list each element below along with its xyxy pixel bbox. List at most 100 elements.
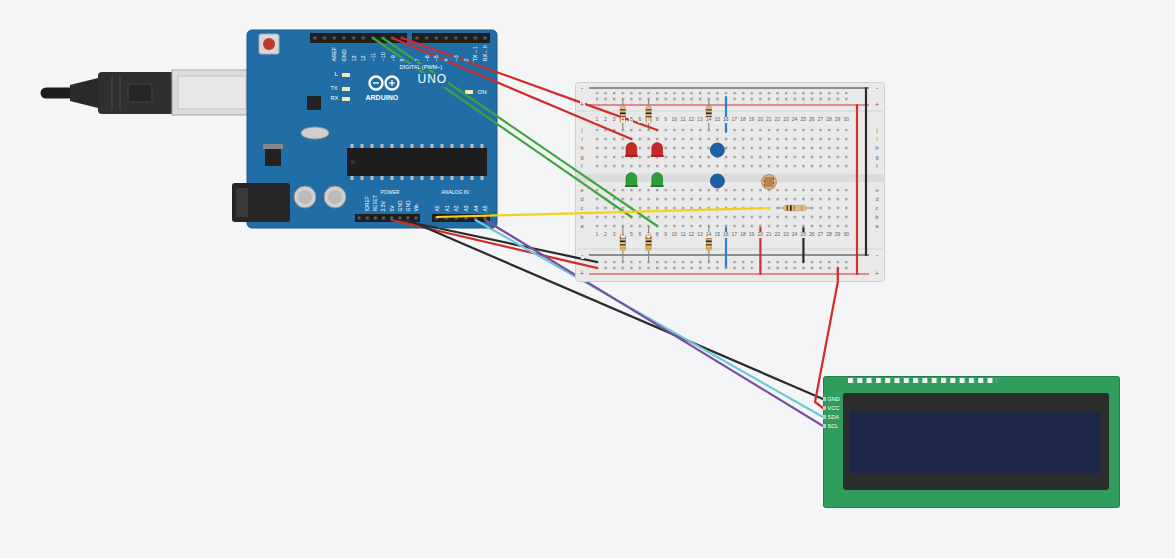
pin-label: A5 (482, 205, 488, 212)
breadboard-label: 28 (826, 232, 833, 238)
breadboard-illustration (575, 82, 885, 282)
lcd-screen (843, 393, 1109, 490)
wire (497, 82, 575, 115)
photoresistor (762, 175, 777, 190)
breadboard-label: 16 (723, 117, 730, 123)
breadboard-label: 10 (671, 117, 678, 123)
breadboard-label: 5 (629, 117, 633, 123)
breadboard-label: 23 (783, 117, 790, 123)
breadboard-label: 6 (638, 117, 642, 123)
board (576, 83, 885, 282)
resistor-symbol (620, 106, 626, 123)
breadboard-label: 15 (714, 232, 721, 238)
wire (497, 116, 575, 169)
breadboard-label: 10 (671, 232, 678, 238)
breadboard-label: + (875, 101, 880, 109)
breadboard-label: i (581, 136, 583, 142)
resistor-symbol (706, 248, 712, 249)
pin-header (412, 33, 490, 43)
rail-line (589, 273, 869, 274)
breadboard-label: 7 (647, 117, 651, 123)
breadboard-label: 17 (731, 117, 738, 123)
breadboard-label: - (581, 251, 584, 259)
pin-label: ON (477, 89, 487, 96)
pin-label: 4 (443, 58, 449, 62)
lcd-module: GNDVCCSDASCL (823, 376, 1120, 508)
components (307, 96, 321, 110)
breadboard-label: d (875, 196, 879, 202)
power-jack (232, 183, 290, 222)
breadboard-label: 3 (612, 117, 616, 123)
components (263, 144, 283, 149)
pin-label: UNO (417, 73, 448, 87)
components (294, 186, 316, 208)
pin-label: A1 (444, 205, 450, 212)
led (625, 143, 724, 188)
components (301, 127, 329, 139)
usb-cable (172, 70, 252, 115)
pin-label: RESET (372, 194, 378, 212)
pin-header (310, 33, 490, 222)
components (347, 148, 487, 176)
status-led (342, 73, 350, 77)
breadboard-label: g (580, 154, 584, 160)
arduino-board: AREFGND1312~11~10~987~6~54~32TX→1RX←0DIG… (247, 30, 497, 228)
wire-end (383, 38, 497, 116)
pin-label: ~5 (433, 55, 439, 62)
breadboard-label: 8 (655, 117, 659, 123)
status-led (342, 87, 350, 91)
breadboard-label: 11 (680, 117, 686, 123)
led (625, 185, 638, 187)
reset-button (263, 38, 275, 50)
logo (391, 80, 392, 86)
breadboard-label: d (580, 196, 584, 202)
usb-cable (128, 84, 152, 102)
rail-line (589, 104, 869, 105)
breadboard-label: 2 (604, 232, 608, 238)
pin-label: TX→1 (472, 45, 478, 62)
pin-label: DIGITAL (PWM~) (399, 64, 443, 70)
pin-label: AREF (331, 46, 337, 62)
pin-label: 7 (414, 58, 420, 62)
resistor-symbol (646, 248, 652, 249)
holes (596, 92, 848, 273)
reset-button (259, 34, 279, 54)
status-led (465, 90, 473, 94)
breadboard-label: - (581, 84, 584, 92)
pin-label: ~11 (370, 52, 376, 62)
breadboard-label: a (875, 223, 879, 229)
resistor-symbol (620, 99, 812, 262)
breadboard-label: 18 (740, 232, 747, 238)
breadboard-label: 19 (748, 232, 755, 238)
wire-end (575, 263, 597, 268)
resistor-symbol (706, 244, 712, 246)
lcd-board (823, 406, 826, 410)
resistor-symbol (706, 106, 712, 123)
resistor-symbol (790, 205, 792, 211)
breadboard-label: 14 (705, 232, 712, 238)
resistor-symbol (620, 113, 626, 115)
power-jack (232, 183, 290, 222)
wire-end (575, 115, 631, 139)
pin-label: ~10 (380, 52, 386, 62)
breadboard-label: 21 (766, 117, 773, 123)
wire-end (408, 220, 427, 228)
pin-label: ARDUINO (365, 94, 399, 102)
pin-label: 12 (360, 55, 366, 62)
breadboard-label: b (875, 214, 879, 220)
wire-end (575, 100, 657, 130)
board (576, 174, 885, 182)
breadboard-label: 20 (757, 117, 764, 123)
wire-end (575, 208, 769, 213)
breadboard-label: 27 (817, 117, 824, 123)
breadboard-label: 21 (766, 232, 773, 238)
led (710, 143, 724, 157)
lcd-board (848, 378, 997, 384)
components (328, 190, 342, 204)
pin-label: TX (330, 85, 338, 91)
resistor-symbol (620, 244, 626, 246)
components (347, 176, 487, 180)
breadboard-label: 22 (774, 117, 781, 123)
breadboard-label: g (875, 154, 879, 160)
wire-end (575, 170, 657, 226)
